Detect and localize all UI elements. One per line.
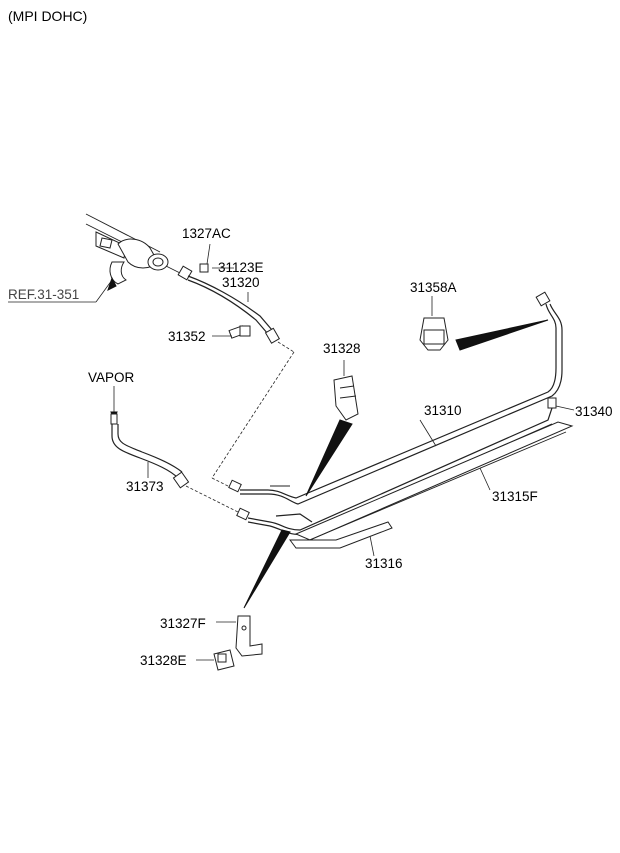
bracket-31327F (216, 529, 291, 657)
protector-31315F (294, 421, 574, 545)
clip-31358A (419, 296, 549, 351)
reference-label[interactable]: REF.31-351 (8, 287, 80, 302)
part-label-31315F[interactable]: 31315F (492, 489, 538, 504)
reference-arrow (8, 276, 117, 303)
part-label-31310[interactable]: 31310 (424, 403, 462, 418)
clip-31340 (547, 397, 575, 411)
bracket-31316 (289, 521, 393, 557)
part-label-31373[interactable]: 31373 (126, 479, 164, 494)
clip-31352 (212, 325, 251, 339)
feed-pipe-31320 (177, 243, 281, 344)
part-label-31352[interactable]: 31352 (168, 329, 206, 344)
part-label-31358A[interactable]: 31358A (410, 280, 457, 295)
vapor-label[interactable]: VAPOR (88, 370, 135, 385)
part-label-31328[interactable]: 31328 (323, 341, 361, 356)
part-label-31320[interactable]: 31320 (222, 275, 260, 290)
fuel-rail-assembly (85, 213, 183, 285)
fuel-pipe-31310 (228, 291, 563, 505)
return-pipe (236, 407, 553, 535)
part-label-31328E[interactable]: 31328E (140, 653, 187, 668)
clip-31328E (196, 649, 235, 671)
part-label-31316[interactable]: 31316 (365, 556, 403, 571)
page-title: (MPI DOHC) (8, 8, 88, 24)
clip-31328 (305, 360, 359, 497)
vapor-hose-31373 (110, 386, 190, 489)
part-label-31340[interactable]: 31340 (575, 404, 613, 419)
part-label-31327F[interactable]: 31327F (160, 616, 206, 631)
part-label-1327AC[interactable]: 1327AC (182, 226, 231, 241)
part-label-31123E[interactable]: 31123E (218, 260, 264, 275)
